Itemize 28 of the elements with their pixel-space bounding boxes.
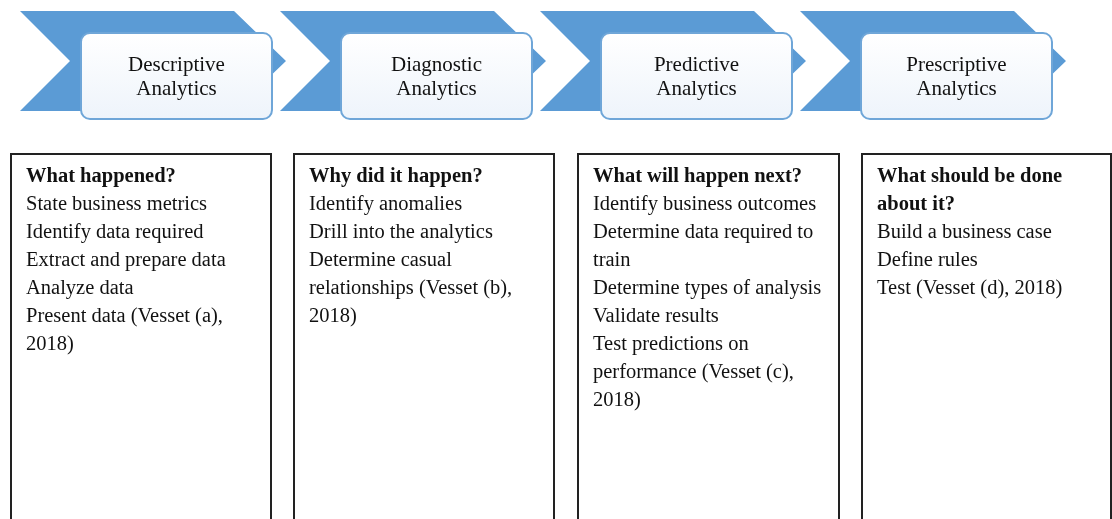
step-text: Drill into the analytics — [309, 219, 494, 245]
question-heading: What happened? — [26, 163, 177, 189]
step-text: Identify business outcomes — [593, 191, 818, 217]
stage-title: Prescriptive Analytics — [905, 52, 1008, 100]
stage-title: Diagnostic Analytics — [390, 52, 483, 100]
step-text: Test predictions on performance (Vesset (c), 2018) — [593, 331, 795, 412]
step-text: State business metrics — [26, 191, 209, 216]
question-heading: What should be done about it? — [877, 163, 1064, 216]
step-text: Extract and prepare data — [26, 247, 227, 273]
question-heading: What will happen next? — [593, 163, 804, 189]
stage-title: Descriptive Analytics — [127, 52, 226, 100]
description-box — [293, 153, 555, 519]
step-text: Validate results — [593, 303, 720, 328]
step-text: Determine casual relationships (Vesset (b), 2018) — [309, 247, 514, 328]
step-text: Build a business case — [877, 219, 1053, 244]
step-text: Test (Vesset (d), 2018) — [877, 275, 1064, 301]
description-box — [861, 153, 1112, 519]
step-text: Determine types of analysis — [593, 275, 823, 301]
step-text: Identify anomalies — [309, 191, 464, 217]
step-text: Present data (Vesset (a), 2018) — [26, 303, 224, 356]
step-text: Analyze data — [26, 275, 135, 301]
question-heading: Why did it happen? — [309, 163, 484, 189]
step-text: Define rules — [877, 247, 979, 272]
description-box — [10, 153, 272, 519]
stage-title: Predictive Analytics — [652, 52, 741, 100]
step-text: Determine data required to train — [593, 219, 815, 272]
step-text: Identify data required — [26, 219, 205, 245]
description-box — [577, 153, 840, 519]
